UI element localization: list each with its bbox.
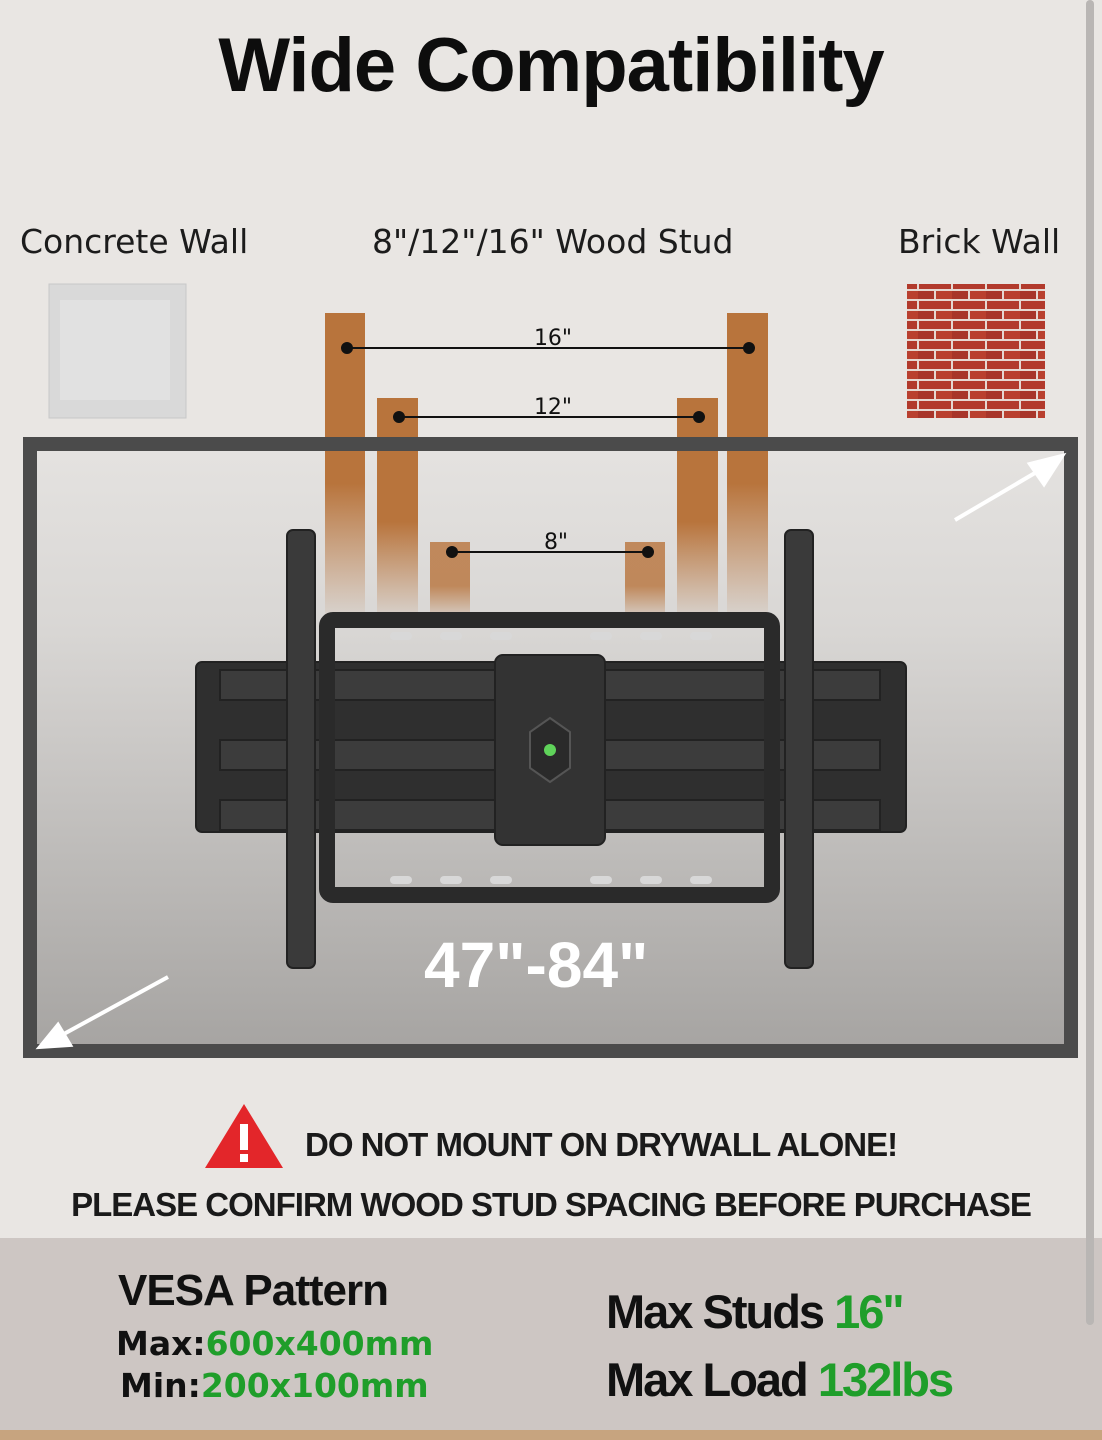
- max-load: Max Load 132lbs: [606, 1352, 954, 1407]
- brick-wall-label: Brick Wall: [898, 222, 1061, 261]
- specs-panel: [0, 1238, 1102, 1430]
- concrete-wall-label: Concrete Wall: [20, 222, 249, 261]
- stud-16-left: [325, 313, 365, 623]
- vesa-max: Max:600x400mm: [116, 1324, 433, 1363]
- max-studs-value: 16": [834, 1285, 905, 1338]
- vesa-heading: VESA Pattern: [118, 1266, 389, 1315]
- tv-size-range: 47"-84": [424, 929, 649, 1001]
- vesa-min-label: Min:: [120, 1366, 201, 1405]
- stud-16-right: [727, 313, 768, 623]
- drywall-warning: DO NOT MOUNT ON DRYWALL ALONE!: [305, 1126, 898, 1163]
- tv-frame: [23, 437, 1078, 1058]
- illustration: 16" 12" 8": [23, 283, 1078, 1168]
- diagonal-arrow-icon: [35, 452, 1067, 1050]
- warning-triangle-icon: [205, 1104, 283, 1168]
- spacing-12: 12": [534, 395, 572, 420]
- spacing-16: 16": [534, 326, 572, 351]
- vesa-min: Min:200x100mm: [120, 1366, 429, 1405]
- mount-slots: [390, 632, 712, 884]
- stud-12-right: [677, 398, 718, 623]
- stud-spacing-warning: PLEASE CONFIRM WOOD STUD SPACING BEFORE …: [71, 1186, 1032, 1223]
- vesa-max-label: Max:: [116, 1324, 206, 1363]
- stud-12-left: [377, 398, 418, 623]
- wood-stud-label: 8"/12"/16" Wood Stud: [372, 222, 734, 261]
- vesa-min-value: 200x100mm: [200, 1366, 429, 1405]
- floor-strip: [0, 1430, 1102, 1440]
- vesa-max-value: 600x400mm: [205, 1324, 434, 1363]
- max-studs: Max Studs 16": [606, 1284, 905, 1339]
- tv-mount: [195, 529, 907, 969]
- brick-swatch: [907, 284, 1045, 418]
- spacing-8: 8": [544, 530, 568, 555]
- scrollbar[interactable]: [1086, 0, 1094, 1325]
- max-studs-label: Max Studs: [606, 1285, 825, 1338]
- page-title: Wide Compatibility: [218, 23, 884, 108]
- max-load-label: Max Load: [606, 1353, 809, 1406]
- wood-studs: [325, 313, 768, 623]
- max-load-value: 132lbs: [817, 1353, 954, 1406]
